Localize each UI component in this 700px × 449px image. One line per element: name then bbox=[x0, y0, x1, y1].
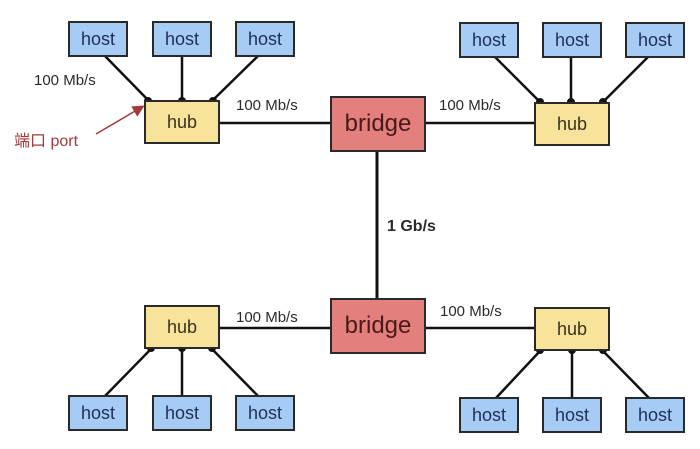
host-label: host bbox=[247, 28, 283, 49]
host-label: host bbox=[637, 29, 673, 50]
host-label: host bbox=[247, 402, 283, 423]
host-br-2: host bbox=[542, 397, 602, 433]
hub-label: hub bbox=[166, 111, 198, 132]
host-tl-2: host bbox=[152, 21, 212, 57]
host-tl-1: host bbox=[68, 21, 128, 57]
hub-tr-bridge-speed-label: 100 Mb/s bbox=[439, 97, 501, 114]
host-label: host bbox=[554, 404, 590, 425]
host-tl-3: host bbox=[235, 21, 295, 57]
hub-bottom-right: hub bbox=[534, 307, 610, 351]
hub-br-bridge-speed-label: 100 Mb/s bbox=[440, 303, 502, 320]
port-arrow bbox=[95, 105, 145, 135]
host-label: host bbox=[637, 404, 673, 425]
link-tl-host3 bbox=[212, 55, 259, 101]
host-label: host bbox=[471, 404, 507, 425]
host-bl-3: host bbox=[235, 395, 295, 431]
bridge-label: bridge bbox=[344, 110, 412, 137]
hub-label: hub bbox=[166, 316, 198, 337]
link-br-host1 bbox=[495, 350, 541, 399]
hub-bl-bridge-speed-label: 100 Mb/s bbox=[236, 309, 298, 326]
host-tr-2: host bbox=[542, 22, 602, 58]
host-br-3: host bbox=[625, 397, 685, 433]
hub-top-right: hub bbox=[534, 102, 610, 146]
hub-top-left: hub bbox=[144, 100, 220, 144]
bridge-bottom: bridge bbox=[330, 298, 426, 354]
port-annotation: 端口 port bbox=[14, 133, 79, 150]
host-label: host bbox=[554, 29, 590, 50]
host-bl-2: host bbox=[152, 395, 212, 431]
host-label: host bbox=[471, 29, 507, 50]
host-label: host bbox=[80, 28, 116, 49]
hub-bottom-left: hub bbox=[144, 305, 220, 349]
host-bl-1: host bbox=[68, 395, 128, 431]
hub-label: hub bbox=[556, 113, 588, 134]
hub-tl-bridge-speed-label: 100 Mb/s bbox=[236, 97, 298, 114]
link-bl-host1 bbox=[104, 348, 152, 397]
link-tl-host1 bbox=[104, 55, 149, 101]
link-tr-host3 bbox=[602, 56, 649, 103]
host-tr-3: host bbox=[625, 22, 685, 58]
link-tr-host1 bbox=[494, 56, 541, 103]
host-br-1: host bbox=[459, 397, 519, 433]
host-label: host bbox=[164, 28, 200, 49]
bridge-bridge-speed-label: 1 Gb/s bbox=[387, 218, 436, 235]
link-bl-host3 bbox=[211, 348, 259, 397]
host-label: host bbox=[164, 402, 200, 423]
hub-label: hub bbox=[556, 318, 588, 339]
bridge-label: bridge bbox=[344, 312, 412, 339]
bridge-top: bridge bbox=[330, 96, 426, 152]
host-tr-1: host bbox=[459, 22, 519, 58]
host-hub-speed-label: 100 Mb/s bbox=[34, 72, 96, 89]
host-label: host bbox=[80, 402, 116, 423]
link-br-host3 bbox=[602, 350, 650, 399]
